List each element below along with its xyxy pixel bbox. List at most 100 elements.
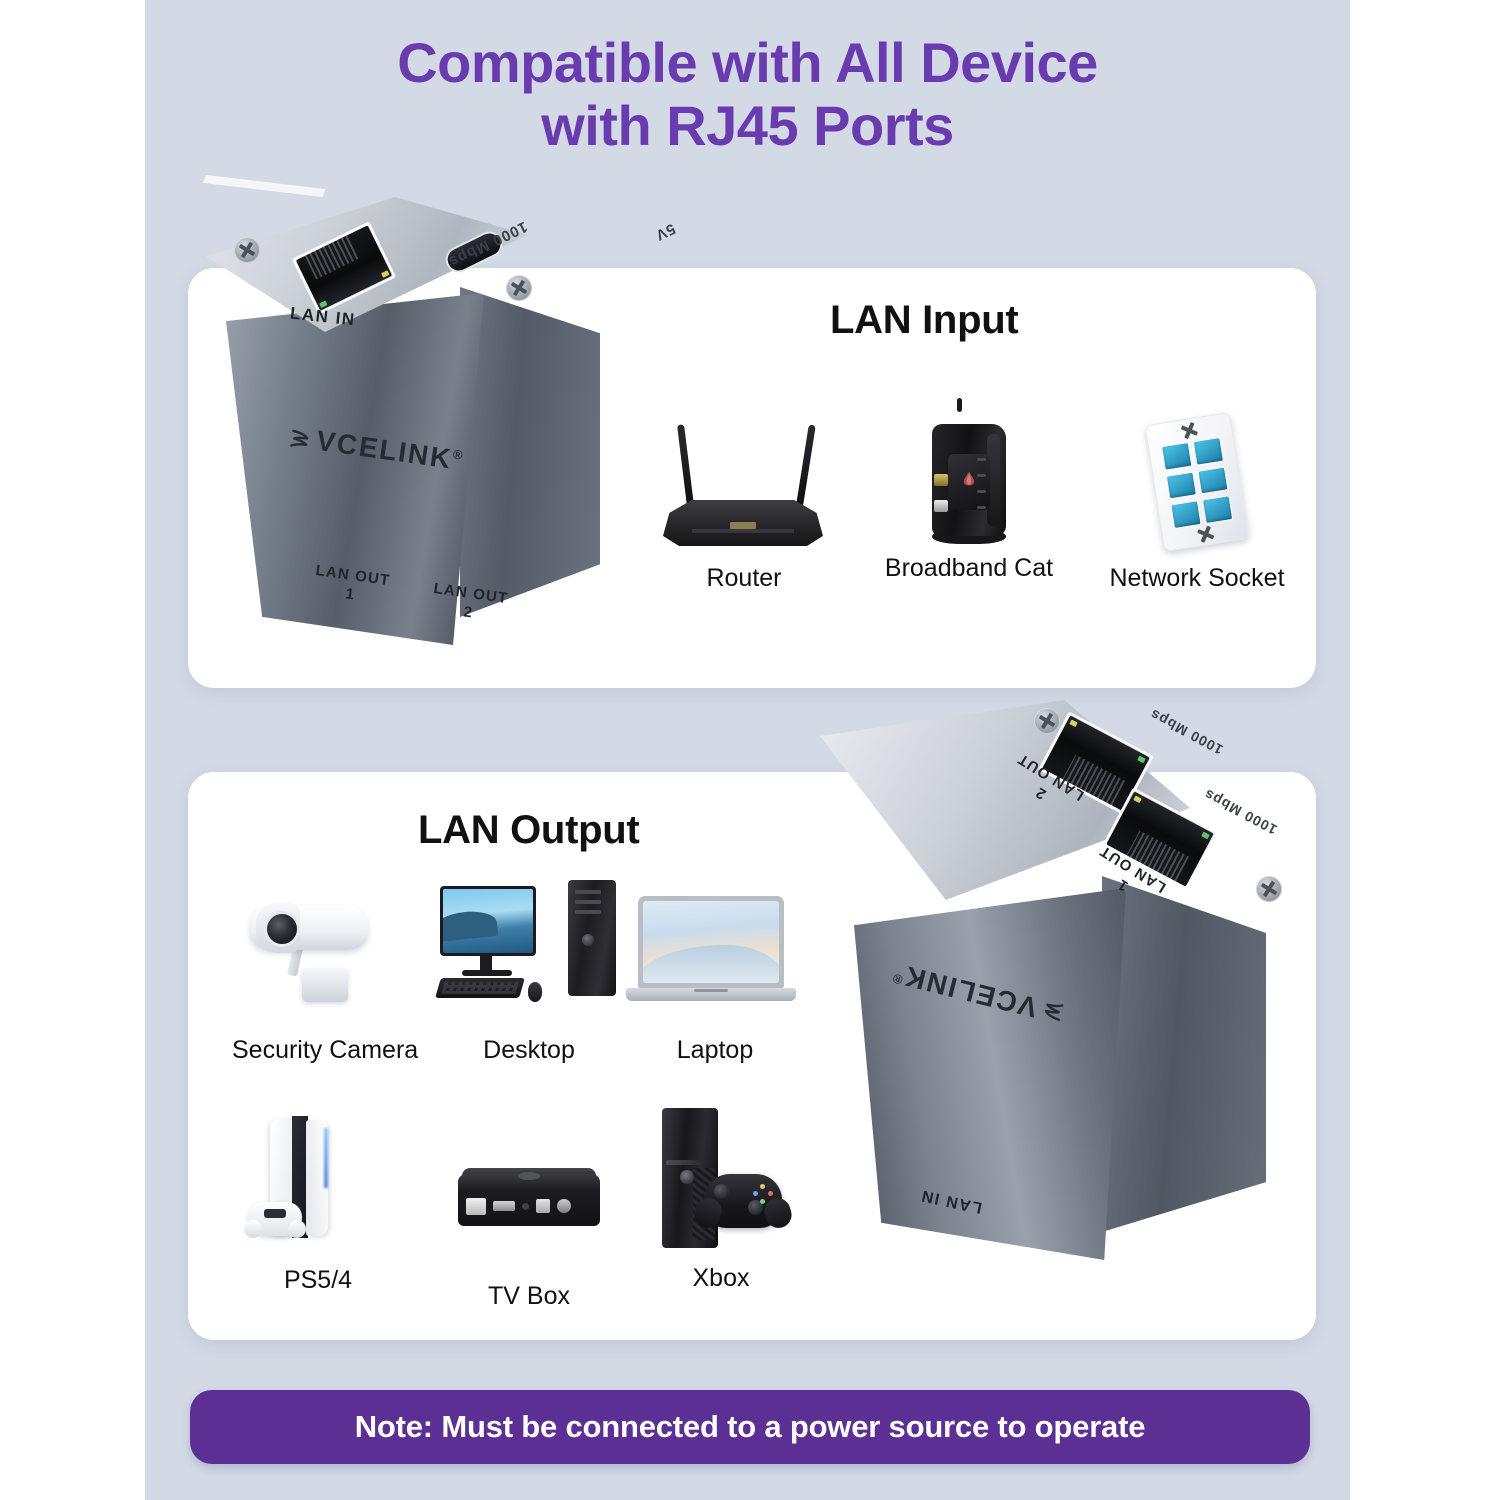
ethernet-splitter-top-view: 1000 Mbps 5V LAN IN VCELINK® LAN OUT 1 L… [178, 175, 678, 675]
label-1000mbps-port2: 1000 Mbps [1146, 706, 1226, 758]
monitor-screen [443, 889, 533, 953]
keystone-jack-grid [1160, 436, 1234, 530]
splitter-top-edge [202, 175, 326, 197]
router-antenna-left [677, 424, 694, 507]
huawei-logo-icon [963, 471, 975, 486]
splitter-front-face [854, 888, 1126, 1260]
modem-wan-port [934, 474, 948, 486]
camera-lens [264, 911, 300, 947]
faceplate-screw-top [1185, 427, 1192, 434]
wall-socket-icon [1108, 408, 1286, 558]
keystone-jack [1192, 436, 1225, 466]
modem-front-panel [948, 454, 990, 510]
ethernet-splitter-bottom-view: 1000 Mbps 1000 Mbps 2 LAN OUT 1 LAN OUT … [820, 700, 1340, 1320]
ps5-led-strip [324, 1128, 328, 1188]
tv-box-power-jack [557, 1199, 571, 1213]
xbox-icon [632, 1108, 810, 1258]
laptop-base [626, 988, 796, 1001]
note-text: Note: Must be connected to a power sourc… [354, 1409, 1146, 1444]
label-lan-out-2-number: 2 [1032, 783, 1050, 803]
page-title-line-1: Compatible with All Device [397, 31, 1098, 94]
desktop-computer-icon [435, 880, 622, 1030]
tv-box-hdmi-port [493, 1201, 515, 1211]
device-item-security-camera: Security Camera [232, 880, 418, 1065]
ps5-right-panel [306, 1120, 328, 1236]
drive-bay [575, 900, 601, 904]
note-banner: Note: Must be connected to a power sourc… [190, 1390, 1310, 1464]
router-antenna-right [796, 424, 816, 507]
power-button [582, 934, 594, 946]
router-brand-mark [730, 522, 756, 530]
tv-box-port-row [466, 1196, 592, 1216]
drive-bay [575, 910, 601, 914]
xbox-power-button [680, 1170, 694, 1184]
label-lan-out-1-number: 1 [1114, 875, 1132, 895]
device-item-playstation: PS5/4 [232, 1110, 404, 1295]
device-label-tv-box: TV Box [488, 1282, 570, 1310]
button-y [760, 1184, 765, 1189]
device-item-tv-box: TV Box [440, 1126, 618, 1311]
keystone-jack [1201, 495, 1234, 525]
device-item-xbox: Xbox [632, 1108, 810, 1293]
playstation-icon [232, 1110, 404, 1260]
splitter-side-face [460, 287, 600, 617]
lan-input-heading: LAN Input [830, 298, 1019, 342]
page-title: Compatible with All Device with RJ45 Por… [145, 31, 1350, 157]
monitor-stand [480, 956, 492, 972]
device-label-security-camera: Security Camera [232, 1036, 419, 1064]
keystone-jack [1160, 441, 1193, 471]
laptop-lid [638, 896, 784, 988]
mouse [528, 982, 542, 1002]
faceplate-screw-bottom [1202, 530, 1209, 537]
device-label-playstation: PS5/4 [283, 1266, 353, 1294]
brand-logo: VCELINK® [287, 421, 466, 477]
housing-screw [1256, 876, 1282, 902]
housing-screw [1034, 708, 1060, 734]
modem-led-4 [977, 506, 986, 509]
housing-screw [234, 237, 260, 263]
device-label-broadband-cat: Broadband Cat [884, 554, 1054, 582]
modem-lan-port [934, 500, 948, 512]
device-item-broadband-cat: Broadband Cat [880, 398, 1058, 583]
brand-logo: VCELINK® [889, 956, 1068, 1030]
xbox-controller [704, 1174, 782, 1228]
page-title-line-2: with RJ45 Ports [541, 93, 954, 157]
tv-box-icon [440, 1126, 618, 1276]
device-label-router: Router [706, 564, 782, 592]
button-x [753, 1191, 758, 1196]
modem-led-3 [977, 490, 986, 493]
camera-sun-hood [256, 903, 300, 953]
brand-registered-mark: ® [451, 446, 466, 463]
camera-wall-mount [302, 968, 348, 1002]
router-chassis [663, 500, 823, 546]
lan-output-heading: LAN Output [418, 808, 640, 852]
device-label-xbox: Xbox [692, 1264, 750, 1292]
security-camera-icon [232, 880, 418, 1030]
device-label-network-socket: Network Socket [1109, 564, 1285, 592]
keystone-jack [1165, 471, 1198, 500]
modem-icon [880, 398, 1058, 548]
label-lan-out-2-number: 2 [462, 603, 475, 622]
splitter-front-face [226, 293, 484, 645]
button-a [760, 1199, 765, 1204]
keystone-jack [1197, 466, 1229, 495]
splitter-side-face [1102, 876, 1266, 1232]
device-item-laptop: Laptop [622, 880, 808, 1065]
drive-bay [575, 890, 601, 894]
dualsense-controller [244, 1202, 306, 1238]
camera-housing [250, 903, 368, 953]
controller-touchpad [264, 1209, 286, 1218]
controller-stick-left [714, 1184, 729, 1199]
label-lan-out-1-number: 1 [344, 585, 357, 604]
vcelink-logo-icon [290, 429, 309, 447]
device-item-desktop: Desktop [435, 880, 622, 1065]
controller-stick-right [748, 1200, 763, 1215]
controller-face-buttons [753, 1184, 773, 1204]
button-b [768, 1191, 773, 1196]
modem-led-2 [977, 474, 986, 477]
tv-box-logo [518, 1172, 540, 1180]
monitor-base [462, 970, 512, 976]
device-item-network-socket: Network Socket [1108, 408, 1286, 593]
tv-box-av-jack [522, 1202, 529, 1210]
